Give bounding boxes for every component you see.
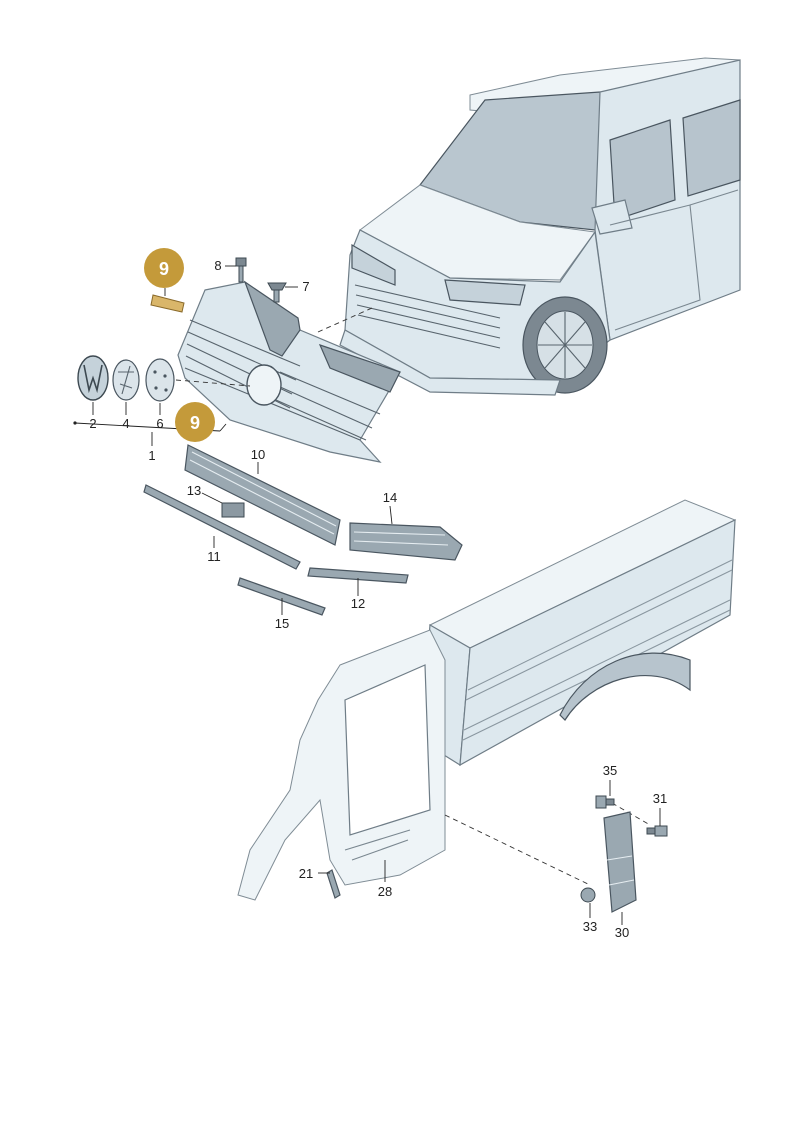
- callout-35: 35: [603, 763, 617, 778]
- pickup-bed: [419, 499, 737, 767]
- badge-number: 9: [159, 259, 169, 279]
- bolt-35: [595, 795, 615, 809]
- trim-strip: [143, 484, 409, 616]
- leader-emblem-axis: [175, 379, 251, 387]
- callout-12: 12: [351, 596, 365, 611]
- leader-lines: [92, 265, 661, 925]
- callout-11: 11: [207, 549, 221, 564]
- badge-9-top[interactable]: 9: [144, 248, 184, 288]
- door-frame: [237, 629, 446, 901]
- callout-33: 33: [583, 919, 597, 934]
- clip-33: [580, 887, 596, 903]
- callout-4: 4: [122, 416, 129, 431]
- side-grille: [349, 522, 463, 561]
- emblem-carrier: [112, 359, 140, 401]
- callout-6: 6: [156, 416, 163, 431]
- grille-clip: [221, 502, 245, 518]
- callout-28: 28: [378, 884, 392, 899]
- bolt-31: [646, 825, 668, 837]
- leader-frame-flap: [444, 814, 591, 886]
- callout-31: 31: [653, 791, 667, 806]
- callout-14: 14: [383, 490, 397, 505]
- callout-8: 8: [214, 258, 221, 273]
- emblem-mount: [145, 358, 175, 402]
- mud-flap: [603, 811, 637, 913]
- callout-10: 10: [251, 447, 265, 462]
- badge-number: 9: [190, 413, 200, 433]
- callout-30: 30: [615, 925, 629, 940]
- van-illustration: [339, 57, 741, 396]
- vw-emblem: [77, 355, 109, 401]
- lower-grille: [184, 444, 341, 546]
- badge-circle: [175, 402, 215, 442]
- clip: [267, 282, 287, 303]
- leader-grille-van: [317, 307, 373, 333]
- badge-9-mid[interactable]: 9: [175, 402, 215, 442]
- radiator-grille: [177, 280, 401, 463]
- screw: [235, 257, 247, 283]
- badge-circle: [144, 248, 184, 288]
- callout-7: 7: [302, 279, 309, 294]
- callout-1: 1: [148, 448, 155, 463]
- callout-2: 2: [89, 416, 96, 431]
- callout-15: 15: [275, 616, 289, 631]
- callout-21: 21: [299, 866, 313, 881]
- leader-flap-bolt: [611, 802, 651, 826]
- part-9-bracket: [150, 294, 185, 313]
- callout-13: 13: [187, 483, 201, 498]
